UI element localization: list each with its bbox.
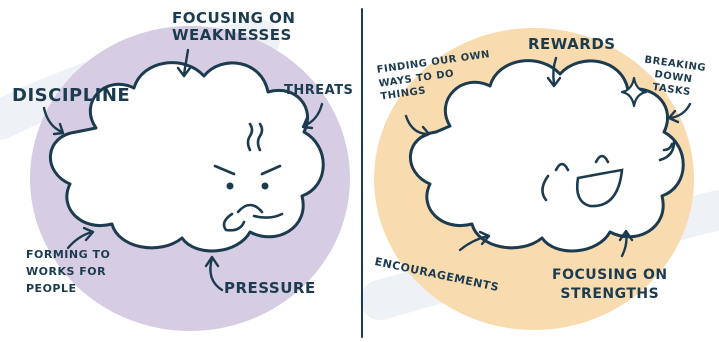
arrow-discipline: [42, 106, 65, 136]
sparkle-icon: [620, 76, 648, 108]
arrow-weaknesses: [176, 48, 192, 78]
left-cloud: [49, 61, 325, 253]
arrow-pressure: [204, 255, 224, 292]
arrow-rewards: [546, 56, 562, 88]
label-focusing-on-strengths: FOCUSING ON STRENGTHS: [552, 267, 668, 302]
arrow-threats: [301, 102, 324, 130]
label-focusing-on-weaknesses: FOCUSING ON WEAKNESSES: [172, 9, 296, 45]
arrow-breaking-down: [667, 102, 692, 124]
arrow-encouragements: [458, 230, 491, 252]
label-conforming: FORMING TO WORKS FOR PEOPLE: [26, 248, 111, 296]
label-pressure: PRESSURE: [224, 279, 316, 297]
left-arrows: [42, 48, 324, 292]
panel-divider: [361, 8, 363, 338]
label-threats: THREATS: [284, 83, 354, 98]
arrow-own-ways: [404, 114, 431, 140]
angry-face-icon: [213, 122, 284, 232]
happy-face-icon: [541, 140, 676, 208]
arrow-strengths: [618, 229, 634, 258]
arrow-conforming: [66, 226, 95, 250]
label-rewards: REWARDS: [528, 35, 616, 53]
right-cloud: [409, 59, 685, 253]
label-discipline: DISCIPLINE: [12, 85, 131, 106]
right-arrows: [404, 56, 692, 258]
